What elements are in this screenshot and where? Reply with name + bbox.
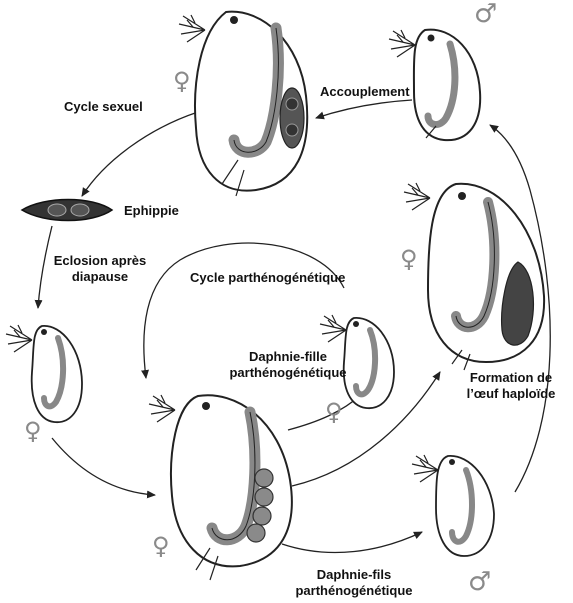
- label-eclosion-line1: Eclosion après: [44, 253, 156, 269]
- label-formation-line2: l’œuf haploïde: [452, 386, 570, 402]
- label-daphnie-fille-line1: Daphnie-fille: [228, 349, 348, 365]
- top-female-daphnia: [179, 12, 307, 196]
- female-symbol-center: ♀: [152, 534, 170, 558]
- male-symbol-top-right: ♂: [474, 2, 497, 26]
- arrow-to-ephippie: [82, 112, 198, 196]
- arrow-juvenile-to-large-female: [52, 438, 155, 495]
- female-symbol-daughter: ♀: [325, 400, 343, 424]
- label-daphnie-fille: Daphnie-fille parthénogénétique: [228, 349, 348, 381]
- label-daphnie-fils-line1: Daphnie-fils: [294, 567, 414, 583]
- label-cycle-sexuel: Cycle sexuel: [64, 99, 143, 115]
- haploid-egg-female-daphnia: [404, 183, 544, 370]
- center-female-daphnia: [149, 395, 292, 580]
- son-daphnia: [412, 455, 494, 556]
- label-eclosion-line2: diapause: [44, 269, 156, 285]
- label-formation-oeuf: Formation de l’œuf haploïde: [452, 370, 570, 402]
- juvenile-female-daphnia: [6, 325, 82, 422]
- label-daphnie-fils: Daphnie-fils parthénogénétique: [294, 567, 414, 599]
- female-symbol-left: ♀: [24, 419, 42, 443]
- female-symbol-top: ♀: [173, 69, 191, 93]
- arrow-to-son: [282, 532, 422, 553]
- label-daphnie-fils-line2: parthénogénétique: [294, 583, 414, 599]
- label-daphnie-fille-line2: parthénogénétique: [228, 365, 348, 381]
- female-symbol-right: ♀: [400, 247, 418, 271]
- label-ephippie: Ephippie: [124, 203, 179, 219]
- ephippie-shape: [22, 200, 112, 221]
- label-accouplement: Accouplement: [320, 84, 410, 100]
- label-eclosion: Eclosion après diapause: [44, 253, 156, 285]
- arrow-mating: [316, 100, 412, 118]
- label-formation-line1: Formation de: [452, 370, 570, 386]
- label-cycle-parthenogenetique: Cycle parthénogénétique: [190, 270, 345, 286]
- male-symbol-son: ♂: [468, 570, 491, 594]
